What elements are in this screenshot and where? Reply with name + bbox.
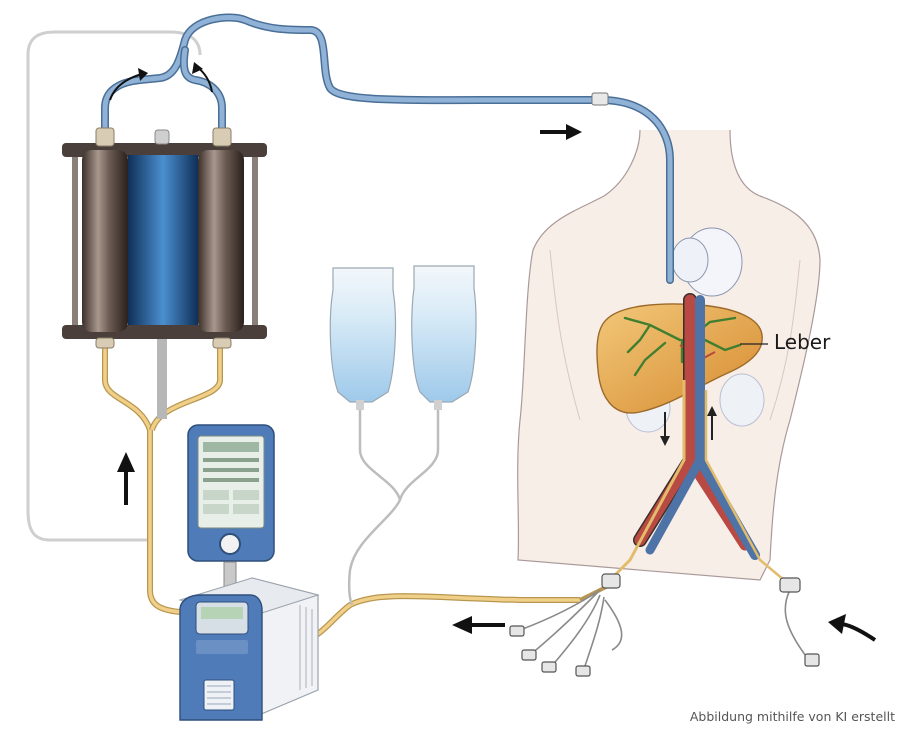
heart: [671, 227, 743, 297]
major-vessels: [603, 293, 791, 587]
image-credit: Abbildung mithilfe von KI erstellt: [689, 709, 895, 724]
infusion-bags: [329, 265, 477, 410]
control-monitor: [187, 424, 275, 593]
oxygenator: [62, 127, 267, 419]
blue-arterial-tube: [101, 13, 674, 284]
pump-console: [178, 577, 320, 721]
yellow-venous-tube: [102, 345, 611, 643]
label-leber: Leber: [774, 330, 831, 354]
flow-arrows-body: [660, 406, 717, 446]
tube-connector: [591, 92, 609, 106]
infusion-lines: [347, 405, 440, 606]
stopcocks: [509, 573, 820, 677]
flow-arrows: [109, 62, 877, 642]
